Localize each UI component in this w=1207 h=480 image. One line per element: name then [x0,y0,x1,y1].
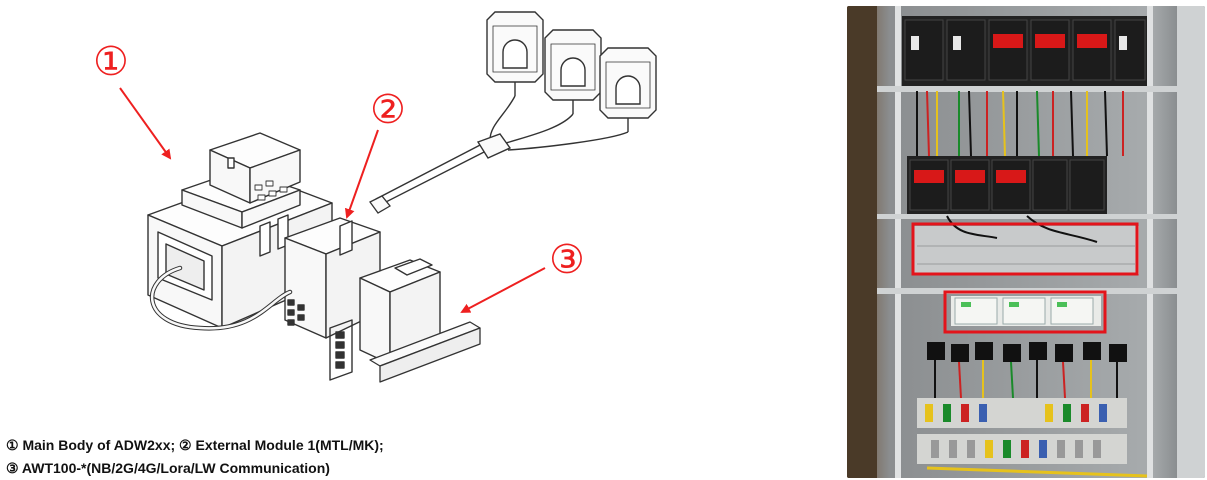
terminal-blocks [917,398,1127,464]
current-transformer-clamps [486,11,657,132]
callout-arrow-3 [460,267,546,313]
callout-arrow-1 [119,87,172,160]
breaker-row-top [902,16,1147,86]
ct-row [927,342,1127,362]
callout-label-3: ③ [549,237,585,282]
wiring-duct [913,226,1139,274]
rj45-plug [369,195,391,214]
din-rail [369,321,481,383]
ct-cable [375,95,629,206]
legend-line-1: ① Main Body of ADW2xx; ② External Module… [6,437,384,453]
cabinet-installation-photo [847,6,1205,478]
callout-label-2: ② [370,87,406,132]
breaker-row-middle [907,156,1107,214]
wiring-bundle-top [916,90,1124,157]
product-diagram [119,11,657,383]
highlight-box-meters [943,290,1107,334]
callout-arrow-2 [344,129,379,219]
installed-meters [951,296,1101,326]
legend-line-2: ③ AWT100-*(NB/2G/4G/Lora/LW Communicatio… [6,460,330,476]
legend-caption: ① Main Body of ADW2xx; ② External Module… [6,434,384,480]
cable-junction [476,133,512,159]
callout-label-1: ① [93,39,129,84]
highlight-box-wiring-duct [911,222,1139,276]
